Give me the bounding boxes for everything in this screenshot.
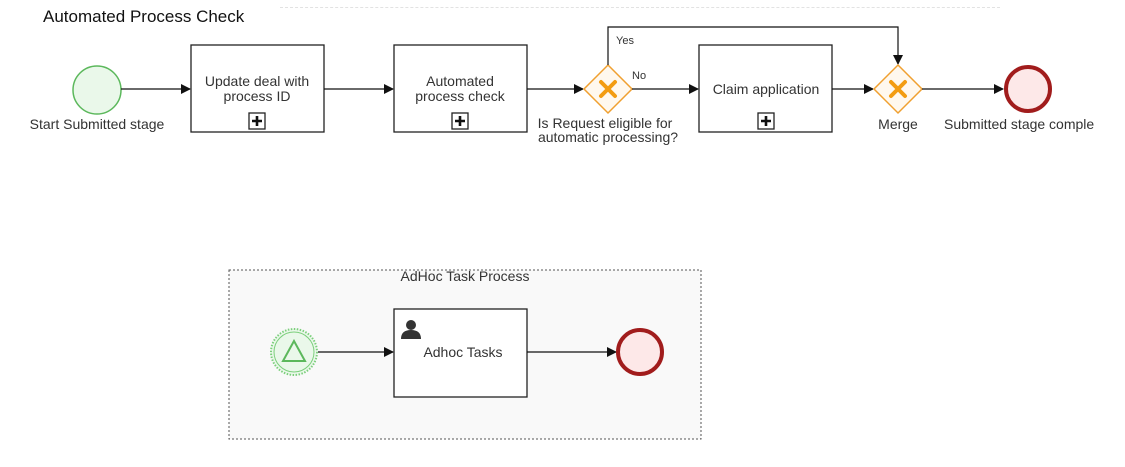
- task-automated-check-line1: Automated: [426, 73, 494, 89]
- exclusive-x-icon: [889, 80, 907, 98]
- end-event-circle[interactable]: [1004, 65, 1052, 113]
- end-event[interactable]: [1004, 65, 1052, 113]
- task-adhoc-tasks-label: Adhoc Tasks: [423, 344, 502, 360]
- exclusive-x-icon: [599, 80, 617, 98]
- adhoc-start-event-circle[interactable]: [270, 328, 318, 376]
- gateway-merge-label: Merge: [878, 116, 918, 132]
- gateway-eligible-label-line1: Is Request eligible for: [538, 115, 673, 131]
- task-claim-application-label: Claim application: [713, 81, 820, 97]
- task-adhoc-tasks-box[interactable]: [393, 308, 528, 398]
- gateway-merge[interactable]: [872, 63, 924, 115]
- subprocess-expand-icon[interactable]: [757, 112, 775, 130]
- page-title: Automated Process Check: [43, 7, 245, 26]
- adhoc-subprocess-title: AdHoc Task Process: [401, 268, 530, 284]
- flow-yes-label: Yes: [616, 35, 634, 47]
- user-task-icon: [401, 320, 421, 339]
- task-adhoc-tasks[interactable]: Adhoc Tasks: [393, 308, 528, 398]
- task-automated-check[interactable]: Automated process check: [393, 44, 528, 133]
- task-automated-check-line2: process check: [415, 88, 505, 104]
- adhoc-end-event-circle[interactable]: [616, 328, 664, 376]
- start-event-circle[interactable]: [72, 65, 122, 115]
- flow-no-label: No: [632, 70, 646, 82]
- task-update-deal[interactable]: Update deal with process ID: [190, 44, 325, 133]
- task-update-deal-line2: process ID: [224, 88, 291, 104]
- adhoc-start-event[interactable]: [270, 328, 318, 376]
- task-claim-application[interactable]: Claim application: [698, 44, 833, 133]
- gateway-eligible-label-line2: automatic processing?: [538, 129, 678, 145]
- task-update-deal-line1: Update deal with: [205, 73, 309, 89]
- header-divider: [280, 7, 1000, 8]
- end-event-label: Submitted stage comple: [944, 116, 1094, 132]
- flow-yes[interactable]: [607, 26, 903, 65]
- start-event[interactable]: [72, 65, 122, 115]
- subprocess-expand-icon[interactable]: [451, 112, 469, 130]
- signal-triangle-icon: [281, 338, 307, 362]
- gateway-eligible[interactable]: [582, 63, 634, 115]
- start-event-label: Start Submitted stage: [30, 116, 165, 132]
- subprocess-expand-icon[interactable]: [248, 112, 266, 130]
- adhoc-end-event[interactable]: [616, 328, 664, 376]
